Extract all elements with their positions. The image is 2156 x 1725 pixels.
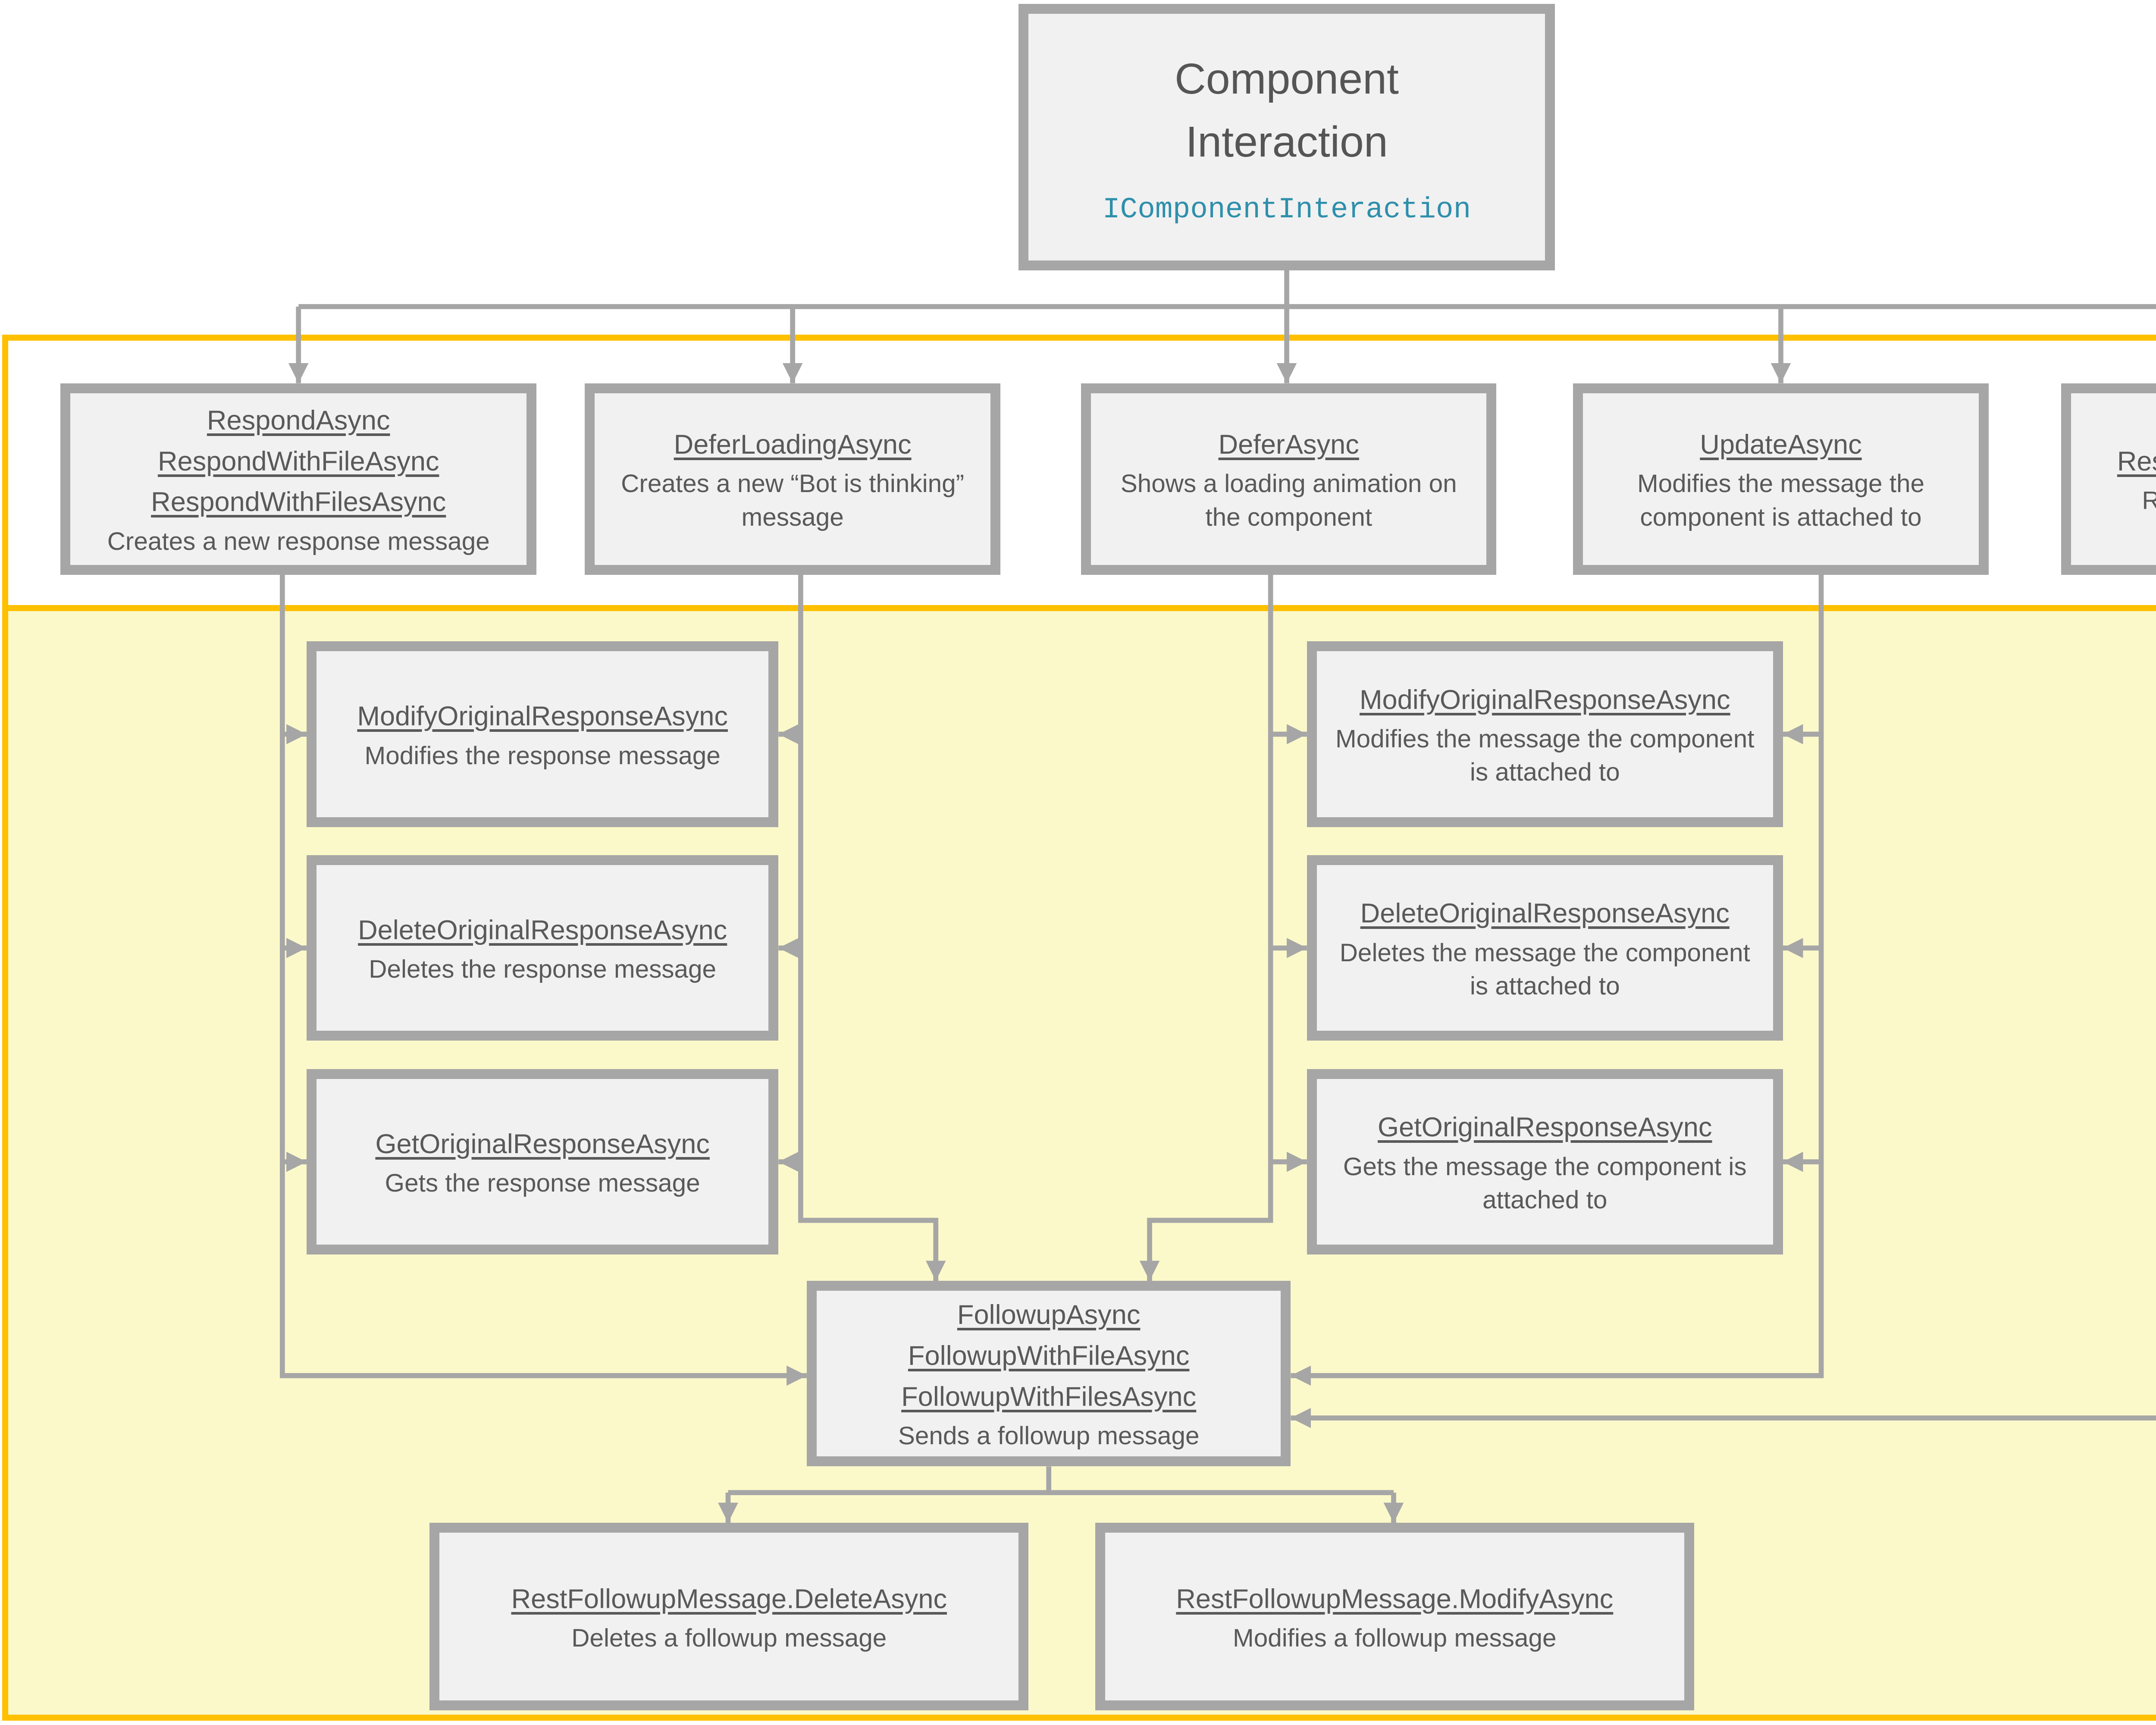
rest-followup-modify-node: RestFollowupMessage.ModifyAsync Modifies…	[1095, 1523, 1694, 1711]
component-interaction-node: Component Interaction IComponentInteract…	[1018, 4, 1555, 270]
method-name: FollowupWithFileAsync	[908, 1340, 1190, 1371]
method-description: Sends a followup message	[898, 1421, 1200, 1450]
method-description: Modifies the message the component is at…	[1335, 725, 1755, 787]
modify-original-response-component-node: ModifyOriginalResponseAsync Modifies the…	[1307, 641, 1783, 827]
defer-async-node: DeferAsync Shows a loading animation on …	[1081, 383, 1497, 575]
delete-original-response-component-node: DeleteOriginalResponseAsync Deletes the …	[1307, 855, 1783, 1041]
method-name: RestFollowupMessage.DeleteAsync	[511, 1584, 947, 1614]
method-name: RespondAsync	[207, 405, 390, 436]
interface-name: IComponentInteraction	[1102, 194, 1471, 227]
method-description: Gets the response message	[385, 1169, 700, 1198]
method-description: Modifies the message the component is at…	[1637, 470, 1925, 531]
root-title-line1: Component	[1175, 54, 1399, 103]
method-description: Deletes the response message	[369, 955, 717, 984]
method-name: DeferAsync	[1218, 429, 1359, 460]
modify-original-response-node: ModifyOriginalResponseAsync Modifies the…	[306, 641, 779, 827]
method-name: GetOriginalResponseAsync	[375, 1129, 710, 1159]
method-name: ModifyOriginalResponseAsync	[1359, 684, 1730, 715]
method-description: Deletes a followup message	[571, 1624, 887, 1652]
respond-with-modal-async-node: RespondWithModalAsync Responds with a mo…	[2061, 383, 2156, 575]
method-name: FollowupWithFilesAsync	[901, 1381, 1197, 1412]
method-name: GetOriginalResponseAsync	[1378, 1112, 1712, 1143]
rest-followup-delete-node: RestFollowupMessage.DeleteAsync Deletes …	[429, 1523, 1029, 1711]
method-name: UpdateAsync	[1700, 429, 1862, 460]
method-description: Creates a new response message	[107, 527, 490, 555]
delete-original-response-node: DeleteOriginalResponseAsync Deletes the …	[306, 855, 779, 1041]
method-description: Shows a loading animation on the compone…	[1120, 470, 1457, 531]
get-original-response-node: GetOriginalResponseAsync Gets the respon…	[306, 1069, 779, 1255]
method-name: DeleteOriginalResponseAsync	[358, 915, 727, 946]
method-name: FollowupAsync	[957, 1300, 1141, 1330]
method-description: Gets the message the component is attach…	[1343, 1152, 1747, 1214]
method-name: RespondWithFilesAsync	[151, 487, 446, 518]
method-name: DeferLoadingAsync	[674, 429, 912, 460]
method-description: Responds with a modal	[2142, 484, 2156, 517]
get-original-response-component-node: GetOriginalResponseAsync Gets the messag…	[1307, 1069, 1783, 1255]
method-name: RespondWithFileAsync	[157, 446, 439, 477]
method-description: Deletes the message the component is att…	[1339, 938, 1750, 1000]
followup-async-node: FollowupAsync FollowupWithFileAsync Foll…	[806, 1281, 1291, 1467]
respond-async-node: RespondAsync RespondWithFileAsync Respon…	[60, 383, 537, 575]
method-description: Modifies a followup message	[1233, 1624, 1557, 1652]
root-title-line2: Interaction	[1185, 117, 1388, 166]
method-name: ModifyOriginalResponseAsync	[357, 701, 728, 732]
method-name: RespondWithModalAsync	[2117, 446, 2156, 477]
method-description: Modifies the response message	[364, 741, 721, 770]
method-name: RestFollowupMessage.ModifyAsync	[1176, 1584, 1614, 1614]
update-async-node: UpdateAsync Modifies the message the com…	[1573, 383, 1989, 575]
defer-loading-async-node: DeferLoadingAsync Creates a new “Bot is …	[585, 383, 1000, 575]
root-title: Component Interaction	[1175, 48, 1399, 174]
method-name: DeleteOriginalResponseAsync	[1360, 898, 1730, 929]
method-description: Creates a new “Bot is thinking” message	[621, 470, 965, 531]
